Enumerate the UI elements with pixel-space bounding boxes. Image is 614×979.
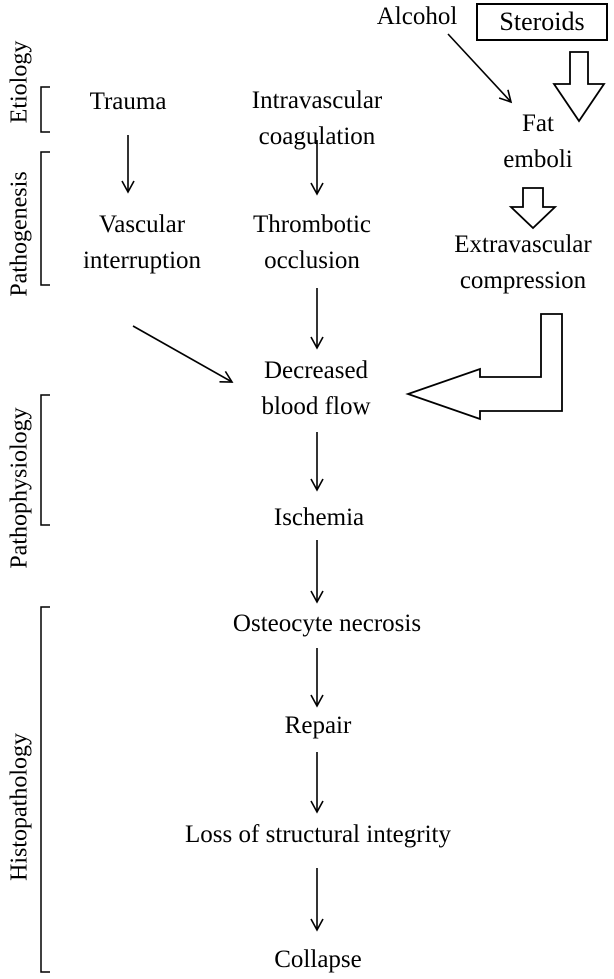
node-alcohol: Alcohol: [376, 3, 458, 30]
node-thrombotic-line1: Thrombotic: [252, 211, 372, 238]
node-extravascular-line2: compression: [459, 267, 587, 294]
histopathology-bracket: [40, 606, 50, 973]
stage-etiology: Etiology: [6, 40, 33, 124]
node-fat-emboli: Fat emboli: [503, 106, 572, 178]
node-thrombotic-line2: occlusion: [264, 247, 360, 274]
node-intravascular-line1: Intravascular: [251, 87, 383, 114]
node-vascular-line2: interruption: [82, 247, 202, 274]
node-osteocyte-necrosis: Osteocyte necrosis: [232, 610, 422, 637]
node-decreased-blood-flow: Decreased blood flow: [261, 353, 370, 425]
stage-pathophysiology: Pathophysiology: [6, 407, 33, 569]
node-ischemia: Ischemia: [273, 504, 365, 531]
node-extravascular-line1: Extravascular: [454, 231, 592, 258]
node-decreased-line2: blood flow: [261, 393, 371, 420]
node-steroids: Steroids: [499, 7, 585, 36]
node-fat-line2: emboli: [503, 146, 573, 173]
node-vascular-interruption: Vascular interruption: [83, 207, 201, 279]
stage-histopathology: Histopathology: [6, 733, 33, 881]
node-trauma: Trauma: [89, 88, 167, 115]
node-intravascular-line2: coagulation: [258, 123, 376, 150]
node-fat-line1: Fat: [522, 110, 554, 137]
node-collapse: Collapse: [274, 946, 362, 973]
node-decreased-line1: Decreased: [263, 357, 369, 384]
etiology-bracket: [40, 86, 50, 133]
node-intravascular-coagulation: Intravascular coagulation: [252, 83, 382, 155]
block-arrow-fat-extravascular: [508, 187, 558, 230]
arrow-vascular-decreased: [132, 325, 234, 383]
block-arrow-steroids-fat: [552, 51, 606, 123]
steroids-box: [476, 3, 608, 41]
node-repair: Repair: [284, 712, 352, 739]
pathogenesis-bracket: [40, 151, 50, 286]
node-vascular-line1: Vascular: [98, 211, 186, 238]
stage-pathogenesis: Pathogenesis: [6, 171, 33, 297]
pathophysiology-bracket: [40, 394, 50, 526]
node-extravascular-compression: Extravascular compression: [454, 227, 591, 299]
node-loss-structural-integrity: Loss of structural integrity: [185, 821, 451, 848]
block-arrow-extravascular-decreased: [405, 313, 563, 421]
arrow-alcohol-fat: [447, 33, 513, 104]
node-thrombotic-occlusion: Thrombotic occlusion: [253, 207, 371, 279]
